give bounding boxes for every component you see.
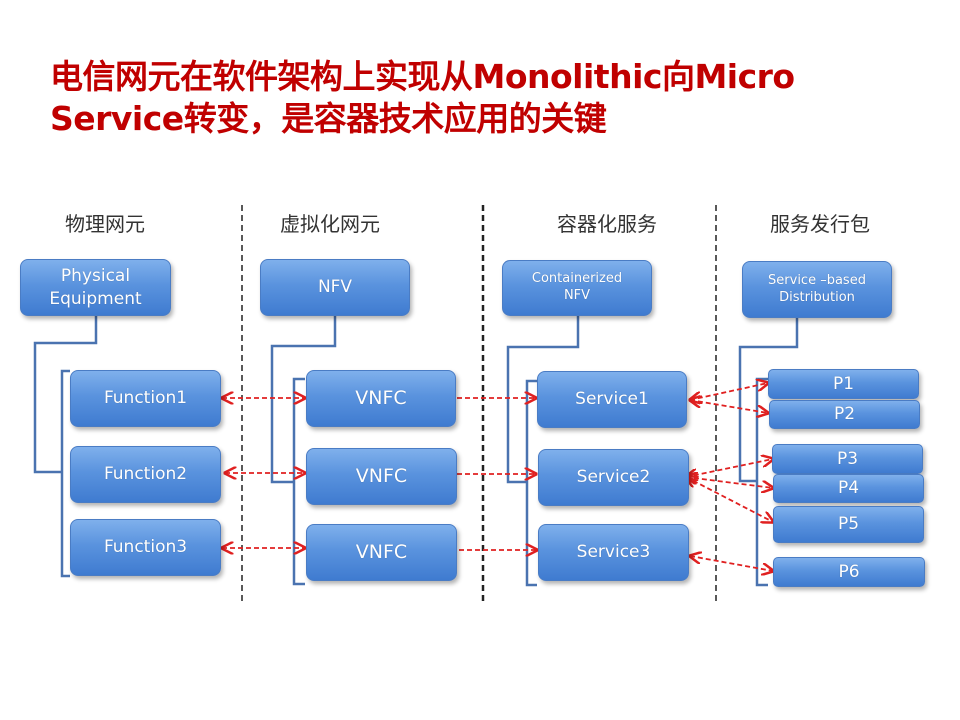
connector-physical — [33, 316, 98, 474]
header-containerized: 容器化服务 — [557, 212, 657, 236]
header-virtualized: 虚拟化网元 — [280, 212, 380, 236]
p3-box: P3 — [772, 444, 923, 474]
bracket-distribution — [755, 377, 768, 587]
p6-box: P6 — [773, 557, 925, 587]
service2-box: Service2 — [538, 449, 689, 506]
p4-box: P4 — [773, 474, 924, 503]
arrow-s2-p4 — [686, 477, 773, 488]
bracket-physical — [60, 369, 70, 578]
nfv-box: NFV — [260, 259, 410, 316]
arrow-s1-p1 — [690, 383, 768, 400]
header-physical: 物理网元 — [65, 212, 145, 236]
function2-box: Function2 — [70, 446, 221, 503]
vnfc3-box: VNFC — [306, 524, 457, 581]
arrow-s1-p2 — [690, 400, 768, 413]
connector-containerized — [506, 316, 580, 484]
bracket-nfv — [292, 377, 305, 586]
bracket-containerized — [525, 379, 537, 587]
containerized-nfv-box: Containerized NFV — [502, 260, 652, 316]
connector-nfv — [270, 316, 337, 484]
title-line-2: Service转变，是容器技术应用的关键 — [50, 99, 607, 138]
service-based-distribution-box: Service –based Distribution — [742, 261, 892, 318]
p5-box: P5 — [773, 506, 924, 543]
slide-title: 电信网元在软件架构上实现从Monolithic向Micro Service转变，… — [50, 56, 930, 140]
arrow-s3-p6 — [690, 556, 773, 571]
p2-box: P2 — [769, 400, 920, 429]
arrow-s2-p3 — [686, 459, 773, 477]
header-distribution: 服务发行包 — [770, 212, 870, 236]
service3-box: Service3 — [538, 524, 689, 581]
physical-equipment-box: Physical Equipment — [20, 259, 171, 316]
vnfc1-box: VNFC — [306, 370, 456, 427]
function3-box: Function3 — [70, 519, 221, 576]
function1-box: Function1 — [70, 370, 221, 427]
service1-box: Service1 — [537, 371, 687, 428]
vnfc2-box: VNFC — [306, 448, 457, 505]
p1-box: P1 — [768, 369, 919, 399]
title-line-1: 电信网元在软件架构上实现从Monolithic向Micro — [50, 57, 795, 96]
arrow-s2-p5 — [686, 477, 773, 522]
